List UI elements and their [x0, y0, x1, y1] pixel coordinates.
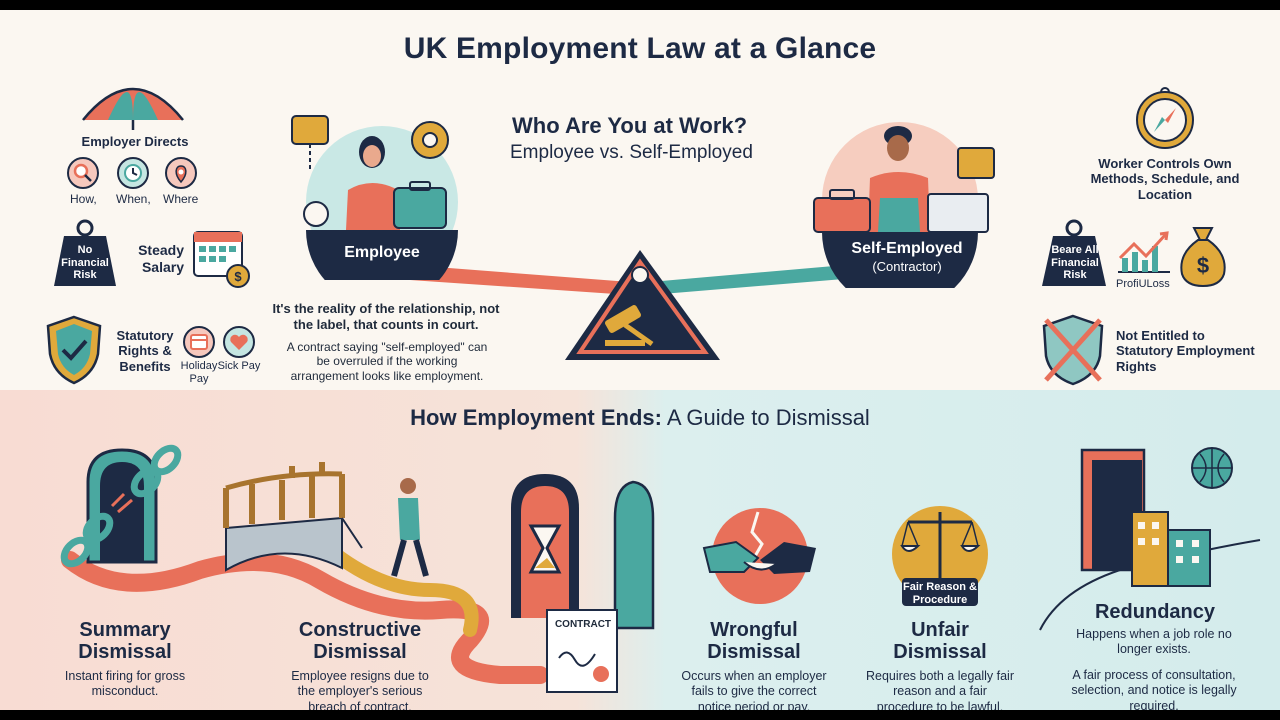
calendar-icon: $	[193, 231, 250, 288]
dismissal-heading-rest: A Guide to Dismissal	[661, 405, 870, 430]
holiday-pay-label: Holiday Pay	[180, 360, 218, 385]
scales-of-justice-icon	[892, 506, 988, 606]
directs-how: How,	[70, 192, 97, 206]
wrongful-dismissal-title: Wrongful Dismissal	[707, 619, 801, 664]
unfair-dismissal-desc: Requires both a legally fair reason and …	[866, 669, 1014, 710]
redundancy-title: Redundancy	[1094, 601, 1216, 623]
svg-text:$: $	[234, 269, 242, 284]
sick-pay-label: Sick Pay	[217, 360, 261, 372]
unfair-dismissal-title: Unfair Dismissal	[893, 619, 987, 664]
dismissal-heading-bold: How Employment Ends:	[410, 405, 662, 430]
crossed-shield-icon	[1042, 314, 1104, 386]
self-employed-label: Self-Employed	[851, 240, 963, 257]
contract-doc-label: CONTRACT	[554, 619, 612, 630]
heart-icon	[223, 326, 255, 358]
profit-loss-label: ProfiULoss	[1116, 278, 1170, 290]
worker-controls-label: Worker Controls Own Methods, Schedule, a…	[1090, 156, 1240, 202]
svg-text:$: $	[1197, 253, 1209, 278]
location-pin-icon	[165, 157, 197, 189]
broken-bridge-icon	[223, 462, 429, 577]
umbrella-icon	[82, 87, 184, 130]
reality-statement: It's the reality of the relationship, no…	[272, 301, 500, 332]
employer-directs-label: Employer Directs	[81, 134, 189, 149]
self-employed-illustration	[813, 122, 995, 288]
holiday-calendar-icon	[183, 326, 215, 358]
hourglass-door-icon	[511, 474, 655, 693]
shield-check-icon	[46, 315, 102, 385]
redundancy-building-icon	[1080, 447, 1233, 587]
employee-illustration	[291, 115, 458, 280]
dismissal-heading: How Employment Ends: A Guide to Dismissa…	[0, 405, 1280, 431]
who-are-you-heading: Who Are You at Work?	[512, 113, 748, 138]
infographic-frame: UK Employment Law at a Glance Employer D…	[0, 10, 1280, 710]
profit-loss-chart-icon	[1118, 231, 1170, 273]
contractor-label: (Contractor)	[872, 259, 942, 274]
page-title: UK Employment Law at a Glance	[403, 32, 877, 65]
magnifier-icon	[67, 157, 99, 189]
summary-dismissal-title: Summary Dismissal	[78, 619, 172, 664]
bears-financial-risk-badge: Beare All Financial Risk	[1051, 244, 1099, 282]
steady-salary-label: Steady Salary	[138, 242, 184, 275]
money-bag-icon: $	[1180, 227, 1226, 288]
constructive-dismissal-title: Constructive Dismissal	[298, 619, 422, 664]
contract-overruled-note: A contract saying "self-employed" can be…	[286, 340, 488, 383]
compass-icon	[1136, 87, 1194, 149]
no-financial-risk-badge: No Financial Risk	[61, 244, 109, 282]
summary-dismissal-desc: Instant firing for gross misconduct.	[64, 669, 186, 699]
employee-vs-self-subheading: Employee vs. Self-Employed	[510, 142, 753, 163]
constructive-dismissal-desc: Employee resigns due to the employer's s…	[291, 669, 429, 710]
statutory-rights-label: Statutory Rights & Benefits	[116, 328, 174, 374]
balance-seesaw	[410, 250, 880, 360]
broken-chain-door-icon	[60, 444, 182, 568]
heavy-weight-icon	[1042, 219, 1106, 286]
weight-icon	[54, 219, 116, 286]
not-entitled-label: Not Entitled to Statutory Employment Rig…	[1116, 328, 1255, 374]
wrongful-dismissal-desc: Occurs when an employer fails to give th…	[681, 669, 827, 710]
directs-where: Where	[163, 192, 199, 206]
clock-icon	[117, 157, 149, 189]
redundancy-desc: Happens when a job role no longer exists…	[1076, 627, 1232, 657]
employee-label: Employee	[344, 244, 420, 261]
fair-reason-badge: Fair Reason & Procedure	[903, 581, 977, 606]
directs-when: When,	[116, 192, 151, 206]
broken-handshake-icon	[702, 508, 816, 604]
redundancy-process-desc: A fair process of consultation, selectio…	[1071, 668, 1237, 710]
